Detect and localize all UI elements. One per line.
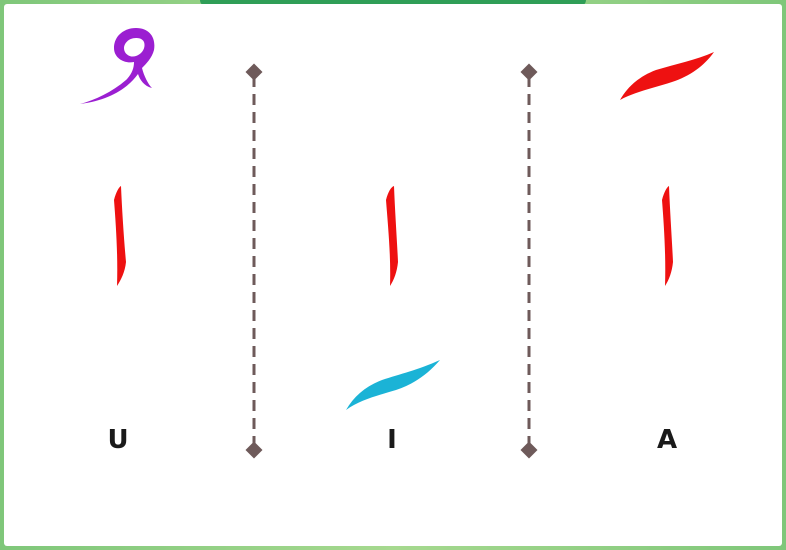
letter-i: I [387,425,397,455]
dhammah-mark [80,28,155,104]
letter-u: U [107,425,129,455]
alif-mark [386,186,398,286]
divider-right [520,63,538,459]
alif-mark [662,186,673,286]
column-dhammah [80,28,155,286]
fathah-mark [620,52,714,100]
kasrah-mark [346,360,440,410]
top-accent-bar [200,0,586,6]
column-fathah [620,52,714,286]
divider-left [245,63,263,459]
letter-a: A [656,425,678,455]
alif-mark [114,186,126,286]
column-kasrah [346,186,440,410]
